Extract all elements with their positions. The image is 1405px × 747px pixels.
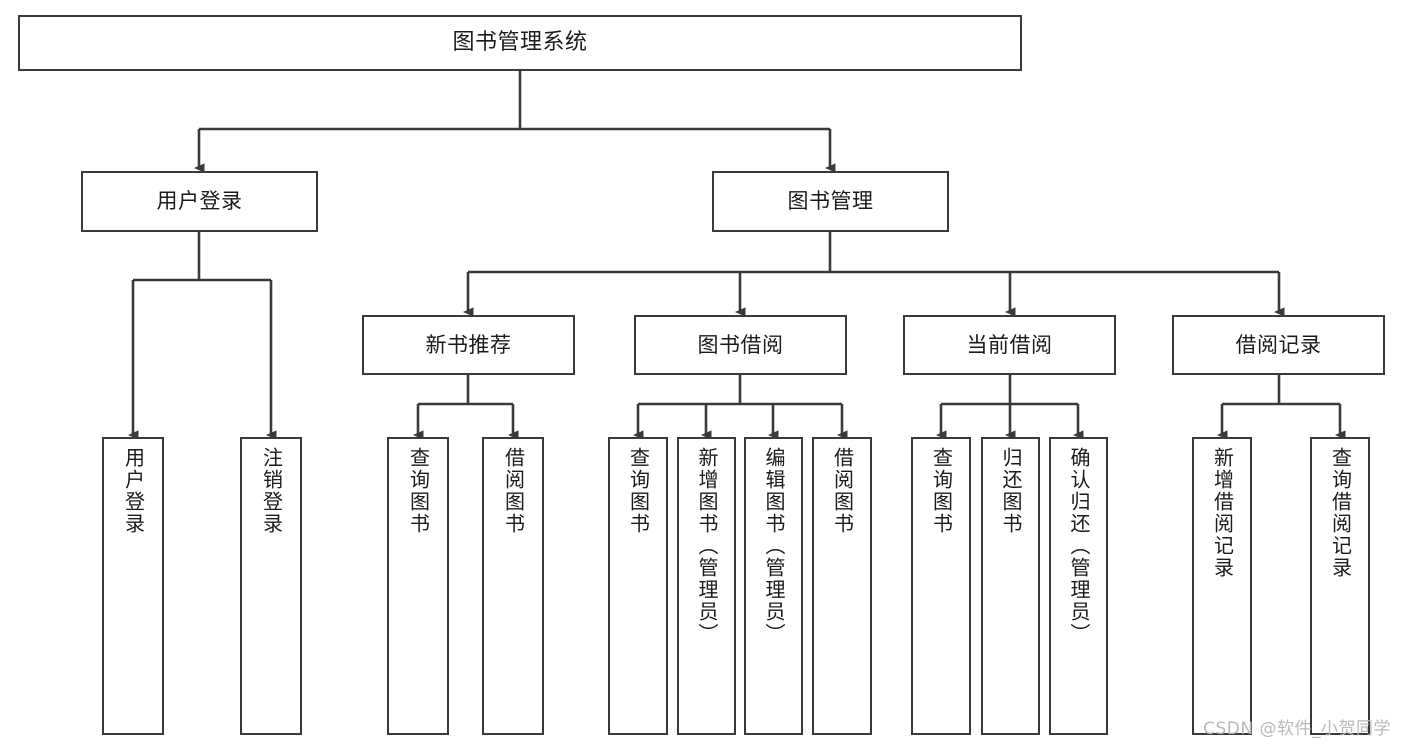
node-label: 用户登录 xyxy=(121,447,146,535)
node-label: 用户登录 xyxy=(156,189,243,214)
node-label: 查询图书 xyxy=(929,447,954,535)
node-label: 图书借阅 xyxy=(697,332,784,357)
leaf-logout[interactable]: 注销登录 xyxy=(240,437,302,735)
leaf-query-books-borrow[interactable]: 查询图书 xyxy=(608,437,668,735)
node-label: 确认归还（管理员） xyxy=(1067,447,1091,645)
node-label: 借阅图书 xyxy=(830,447,855,535)
node-book-management[interactable]: 图书管理 xyxy=(712,171,949,232)
node-label: 借阅图书 xyxy=(501,447,526,535)
node-user-login[interactable]: 用户登录 xyxy=(81,171,318,232)
node-new-book-recommend[interactable]: 新书推荐 xyxy=(362,315,575,375)
node-label: 借阅记录 xyxy=(1235,332,1322,357)
leaf-edit-book-admin[interactable]: 编辑图书（管理员） xyxy=(744,437,803,735)
node-label: 图书管理系统 xyxy=(452,30,588,56)
node-label: 查询图书 xyxy=(406,447,431,535)
node-label: 图书管理 xyxy=(787,189,874,214)
node-label: 新增图书（管理员） xyxy=(695,447,719,645)
watermark: CSDN @软件_小贺同学 xyxy=(1203,719,1391,739)
node-label: 编辑图书（管理员） xyxy=(762,447,786,645)
leaf-confirm-return-admin[interactable]: 确认归还（管理员） xyxy=(1049,437,1108,735)
node-borrow-record[interactable]: 借阅记录 xyxy=(1172,315,1385,375)
leaf-query-books-current[interactable]: 查询图书 xyxy=(911,437,971,735)
node-book-borrow[interactable]: 图书借阅 xyxy=(634,315,847,375)
node-label: 新增借阅记录 xyxy=(1210,447,1235,579)
node-label: 新书推荐 xyxy=(425,332,512,357)
leaf-query-books-recommend[interactable]: 查询图书 xyxy=(387,437,449,735)
leaf-user-login[interactable]: 用户登录 xyxy=(102,437,164,735)
node-label: 归还图书 xyxy=(999,447,1023,535)
leaf-return-books[interactable]: 归还图书 xyxy=(981,437,1040,735)
leaf-borrow-books-recommend[interactable]: 借阅图书 xyxy=(482,437,544,735)
leaf-add-book-admin[interactable]: 新增图书（管理员） xyxy=(677,437,736,735)
leaf-borrow-books-borrow[interactable]: 借阅图书 xyxy=(812,437,872,735)
leaf-query-borrow-record[interactable]: 查询借阅记录 xyxy=(1310,437,1370,735)
node-label: 注销登录 xyxy=(259,447,284,535)
node-label: 查询图书 xyxy=(626,447,651,535)
leaf-add-borrow-record[interactable]: 新增借阅记录 xyxy=(1192,437,1252,735)
node-root-book-management-system[interactable]: 图书管理系统 xyxy=(18,15,1022,71)
node-current-borrow[interactable]: 当前借阅 xyxy=(903,315,1116,375)
node-label: 当前借阅 xyxy=(966,332,1053,357)
node-label: 查询借阅记录 xyxy=(1328,447,1353,579)
